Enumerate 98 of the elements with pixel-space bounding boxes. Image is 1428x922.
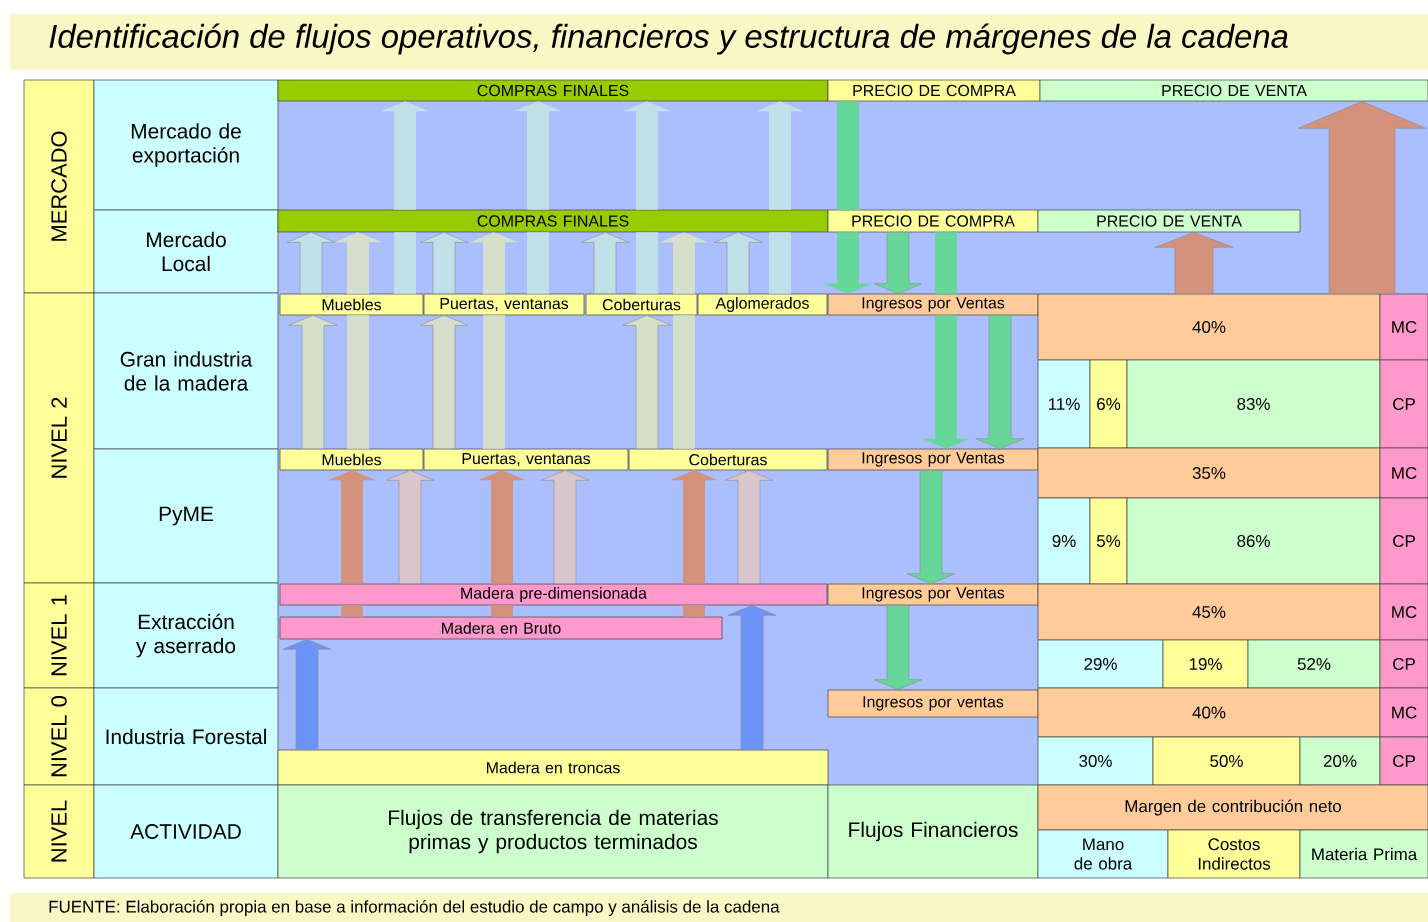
flow-bar: Muebles — [279, 293, 424, 316]
block-arrow — [756, 101, 804, 294]
block-arrow — [540, 470, 590, 584]
margin-cell: CP — [1379, 359, 1428, 449]
margin-cell: CP — [1379, 736, 1428, 786]
block-arrow — [975, 315, 1025, 449]
block-arrow — [727, 605, 777, 750]
node-label: MC — [1392, 467, 1417, 480]
flow-bar: Ingresos por ventas — [827, 689, 1039, 718]
flow-bar: Ingresos por Ventas — [827, 448, 1039, 471]
block-arrow — [623, 101, 671, 294]
block-arrow — [282, 639, 332, 750]
block-arrow — [1154, 232, 1234, 294]
flow-bar: PRECIO DE VENTA — [1037, 209, 1301, 233]
margin-cell: 45% — [1037, 583, 1381, 641]
category-box: Mano de obra — [1037, 829, 1169, 879]
node-label: MC — [1392, 706, 1417, 719]
block-arrow — [478, 470, 526, 617]
margin-cell: MC — [1379, 447, 1428, 499]
block-arrow — [288, 315, 338, 449]
block-arrow — [713, 232, 763, 294]
block-arrow — [906, 470, 956, 584]
margin-cell: 6% — [1089, 359, 1128, 449]
category-box: Costos Indirectos — [1167, 829, 1301, 879]
block-arrow — [873, 605, 923, 690]
margin-cell: 52% — [1247, 639, 1381, 689]
activity-box: Gran industria de la madera — [93, 292, 279, 450]
node-label: CP — [1393, 398, 1415, 411]
block-arrow — [1297, 101, 1427, 294]
margin-cell: 11% — [1037, 359, 1091, 449]
flow-bar: Madera pre-dimensionada — [279, 583, 828, 606]
block-arrow — [381, 101, 429, 294]
margin-cell: MC — [1379, 293, 1428, 361]
block-arrow — [328, 470, 376, 617]
flow-bar: Puertas, ventanas — [423, 293, 585, 316]
node-label: MC — [1392, 606, 1417, 619]
margin-cell: 50% — [1152, 736, 1301, 786]
title: Identificación de flujos operativos, financieros y estructura de márgenes de la cadena — [10, 14, 1428, 70]
flow-bar: PRECIO DE COMPRA — [827, 209, 1039, 233]
block-arrow — [286, 232, 336, 294]
activity-box: Industria Forestal — [93, 687, 279, 786]
node-label: CP — [1393, 535, 1415, 548]
margin-cell: 5% — [1089, 497, 1128, 585]
block-arrow — [580, 232, 630, 294]
margin-cell: CP — [1379, 497, 1428, 585]
margin-cell: 40% — [1037, 293, 1381, 361]
block-arrow — [514, 101, 562, 294]
margin-cell: 19% — [1162, 639, 1249, 689]
flow-bar: PRECIO DE COMPRA — [827, 79, 1041, 102]
block-arrow — [724, 470, 774, 584]
caption: FUENTE: Elaboración propia en base a información del estudio de campo y análisis de la cadena — [10, 893, 1428, 922]
activity-box: ACTIVIDAD — [93, 784, 279, 879]
flow-bar: Ingresos por Ventas — [827, 293, 1039, 316]
flow-bar: COMPRAS FINALES — [277, 209, 829, 233]
margin-cell: CP — [1379, 639, 1428, 689]
activity-box: PyME — [93, 448, 279, 584]
margin-cell: MC — [1379, 687, 1428, 738]
flow-bar: COMPRAS FINALES — [277, 79, 829, 102]
flow-bar: Puertas, ventanas — [423, 448, 629, 471]
flow-bar: Ingresos por Ventas — [827, 583, 1039, 606]
block-arrow — [824, 101, 872, 294]
category-box: Materia Prima — [1299, 829, 1428, 879]
level-label: NIVEL 0 — [23, 687, 95, 786]
block-arrow — [660, 232, 708, 449]
level-label: NIVEL — [23, 784, 95, 879]
flow-bar: Aglomerados — [697, 293, 828, 316]
block-arrow — [470, 232, 518, 449]
margin-cell: 30% — [1037, 736, 1154, 786]
block-arrow — [419, 315, 469, 449]
category-box: Margen de contribución neto — [1037, 784, 1428, 831]
flow-bar: Muebles — [279, 448, 424, 471]
margin-cell: 29% — [1037, 639, 1164, 689]
block-arrow — [419, 232, 469, 294]
category-box: Flujos Financieros — [827, 784, 1039, 879]
flow-bar: Coberturas — [628, 448, 828, 471]
block-arrow — [922, 232, 970, 449]
margin-cell: 20% — [1299, 736, 1381, 786]
flow-bar: Madera en Bruto — [279, 616, 723, 640]
node-label: CP — [1393, 658, 1415, 671]
block-arrow — [622, 315, 672, 449]
block-arrow — [385, 470, 435, 584]
flow-bar: Madera en troncas — [277, 749, 829, 786]
activity-box: Extracción y aserrado — [93, 582, 279, 689]
margin-cell: 83% — [1126, 359, 1381, 449]
margin-cell: MC — [1379, 583, 1428, 641]
block-arrow — [873, 232, 923, 294]
margin-cell: 9% — [1037, 497, 1091, 585]
flow-bar: Coberturas — [585, 293, 698, 316]
activity-box: Mercado de exportación — [93, 79, 279, 211]
level-label: MERCADO — [23, 79, 95, 294]
node-label: MC — [1392, 321, 1417, 334]
margin-cell: 35% — [1037, 447, 1381, 499]
block-arrow — [334, 232, 382, 449]
block-arrow — [670, 470, 718, 617]
activity-box: Mercado Local — [93, 209, 279, 294]
level-label: NIVEL 1 — [23, 582, 95, 689]
margin-cell: 86% — [1126, 497, 1381, 585]
flow-bar: PRECIO DE VENTA — [1039, 79, 1428, 102]
